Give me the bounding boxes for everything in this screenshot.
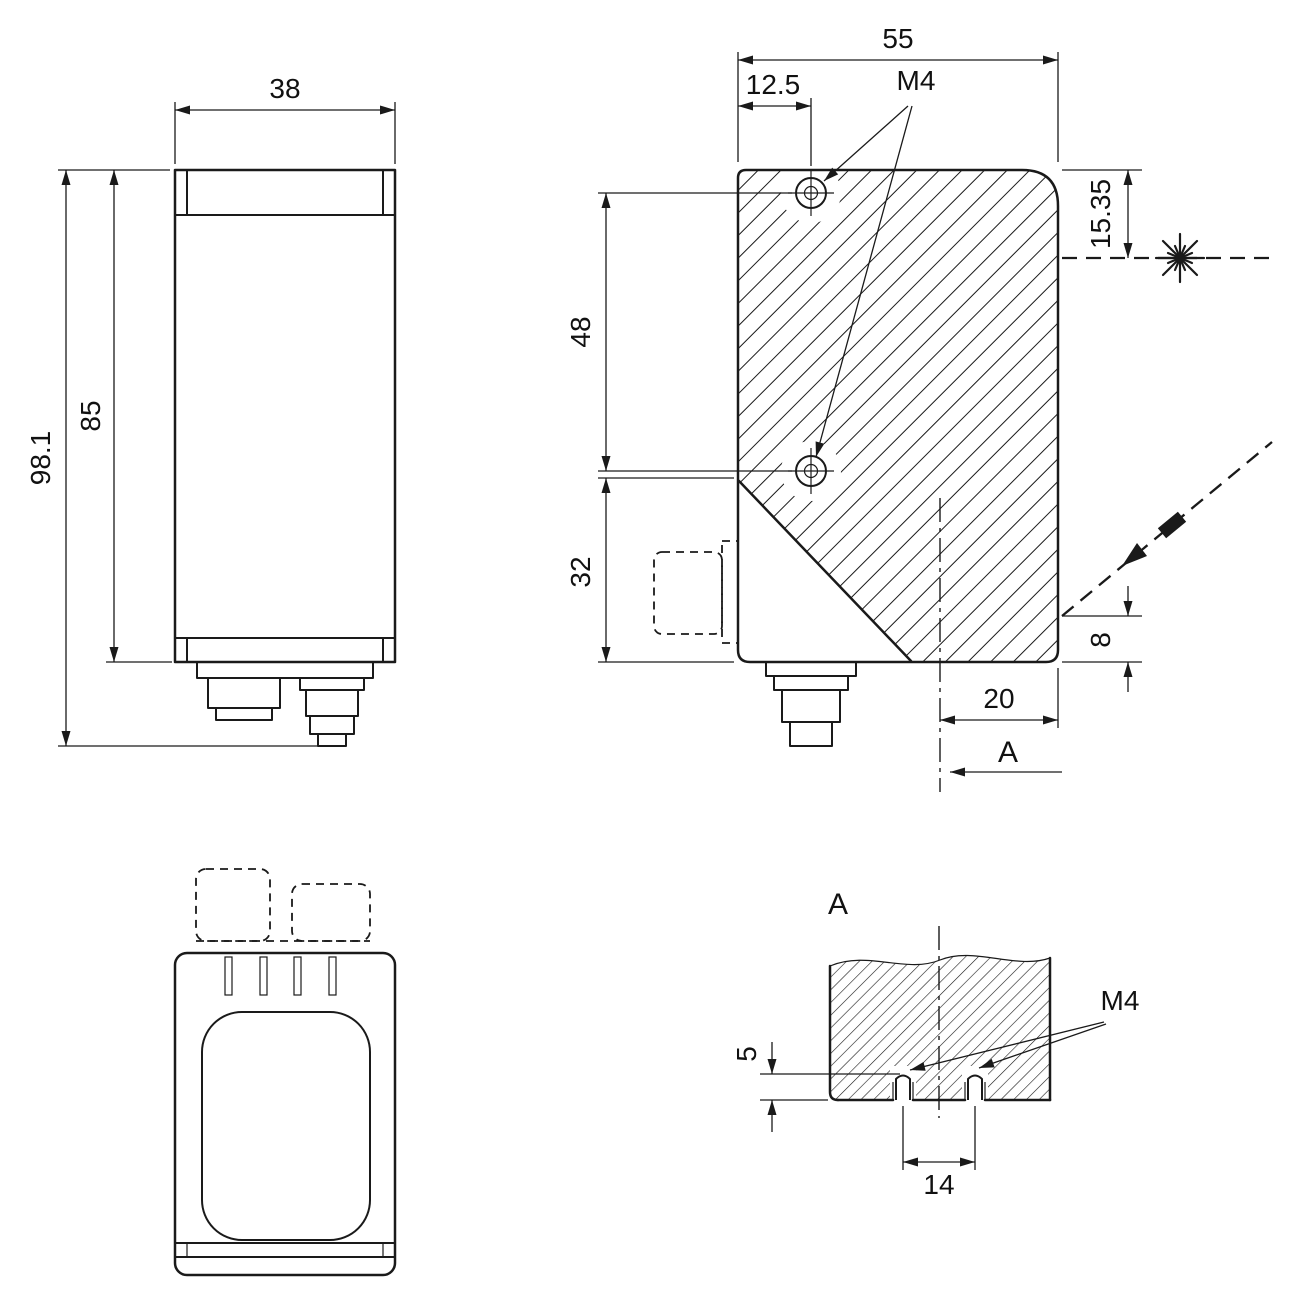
connector-body xyxy=(781,689,841,723)
dim-label-8: 8 xyxy=(1085,632,1116,648)
dim-front-center-offset: 20 xyxy=(939,498,1059,792)
hidden-connector-flange xyxy=(721,540,739,644)
bottom-hidden-connectors xyxy=(195,868,371,942)
dim-front-width: 55 xyxy=(737,23,1059,162)
dim-side-width: 38 xyxy=(174,73,396,164)
vent-slot xyxy=(259,956,268,996)
hole-clearing xyxy=(962,1066,988,1100)
side-left-connector xyxy=(207,677,281,709)
connector-step xyxy=(773,675,849,691)
receiver-arrowhead xyxy=(1122,543,1147,566)
side-body-outline xyxy=(173,168,397,747)
mounting-hole-bottom xyxy=(788,448,834,494)
view-side: 38 98.1 85 xyxy=(25,73,397,747)
bottom-cap-lines xyxy=(175,1242,395,1258)
dim-label-20: 20 xyxy=(983,683,1014,714)
view-front: 55 12.5 M4 48 32 15.35 xyxy=(565,23,1273,792)
dim-label-32: 32 xyxy=(565,556,596,587)
laser-emission-icon xyxy=(1154,232,1206,284)
dim-front-hole-offset: 12.5 xyxy=(738,69,812,166)
side-m12-flange xyxy=(299,677,365,691)
dim-side-total-height: 98.1 xyxy=(25,169,340,747)
thread-label-m4: M4 xyxy=(897,65,936,96)
side-left-connector-step xyxy=(215,707,273,721)
view-bottom-front xyxy=(173,868,397,1277)
hidden-connector-body xyxy=(653,551,723,635)
dim-label-14: 14 xyxy=(923,1169,954,1200)
vent-slot xyxy=(328,956,337,996)
tapped-hole-left xyxy=(892,1074,914,1100)
dim-front-receiver-offset: 8 xyxy=(1062,586,1142,692)
dim-front-hole-spacing: 48 xyxy=(565,192,792,472)
receiver-target-icon xyxy=(1122,511,1187,566)
bottom-vent-slots xyxy=(224,956,337,996)
dim-label-98-1: 98.1 xyxy=(25,431,56,486)
receiver-axis xyxy=(1061,441,1273,617)
tapped-hole-right xyxy=(964,1074,986,1100)
detail-hatched-block xyxy=(830,955,1050,1100)
label-front-thread: M4 xyxy=(815,65,936,458)
dim-label-55: 55 xyxy=(882,23,913,54)
side-m12-tip xyxy=(317,733,347,747)
dim-label-15-35: 15.35 xyxy=(1085,179,1116,249)
dim-label-38: 38 xyxy=(269,73,300,104)
section-label-a: A xyxy=(998,736,1018,769)
optical-window xyxy=(201,1011,371,1241)
side-base-plate xyxy=(196,661,374,679)
dim-label-5: 5 xyxy=(731,1046,762,1062)
side-m12-body xyxy=(305,689,359,717)
section-indicator-a: A xyxy=(950,736,1062,777)
front-side-connector-hidden xyxy=(653,540,739,644)
side-m12-nut xyxy=(309,715,355,735)
vent-slot xyxy=(224,956,233,996)
dim-label-85: 85 xyxy=(75,400,106,431)
connector-tip xyxy=(789,721,833,747)
detail-left-edge xyxy=(828,964,840,1102)
detail-title-a: A xyxy=(828,888,848,921)
leader-line xyxy=(978,1023,1107,1069)
dim-front-lower-height: 32 xyxy=(565,477,734,663)
hidden-connector-left xyxy=(195,868,271,942)
dim-label-12-5: 12.5 xyxy=(746,69,801,100)
side-body xyxy=(173,168,397,664)
bottom-body-outline xyxy=(173,951,397,1277)
front-m12-connector xyxy=(765,661,857,747)
dim-front-beam-offset: 15.35 xyxy=(1062,169,1142,258)
mounting-hole-top xyxy=(788,170,834,216)
receiver-block xyxy=(1157,511,1187,539)
thread-label-m4-detail: M4 xyxy=(1101,985,1140,1016)
dim-detail-depth: 5 xyxy=(731,1042,900,1132)
detail-break-line xyxy=(829,954,1051,967)
front-hatched-face xyxy=(738,170,1058,662)
hole-profile xyxy=(895,1074,911,1100)
leader-line xyxy=(909,1021,1105,1071)
dim-side-body-height: 85 xyxy=(75,170,172,663)
label-detail-thread: M4 xyxy=(909,985,1140,1071)
dim-label-48: 48 xyxy=(565,316,596,347)
dim-detail-hole-spacing: 14 xyxy=(902,1106,976,1200)
front-body-outline xyxy=(736,168,1060,664)
leader-line xyxy=(823,105,909,182)
connector-flange xyxy=(765,661,857,677)
vent-slot xyxy=(293,956,302,996)
view-detail-a: A 5 M4 xyxy=(731,888,1139,1200)
leader-line xyxy=(815,105,913,458)
hidden-connector-right xyxy=(291,883,371,942)
hole-profile xyxy=(967,1074,983,1100)
front-chamfer-edge xyxy=(737,479,913,663)
hole-clearing xyxy=(890,1066,916,1100)
